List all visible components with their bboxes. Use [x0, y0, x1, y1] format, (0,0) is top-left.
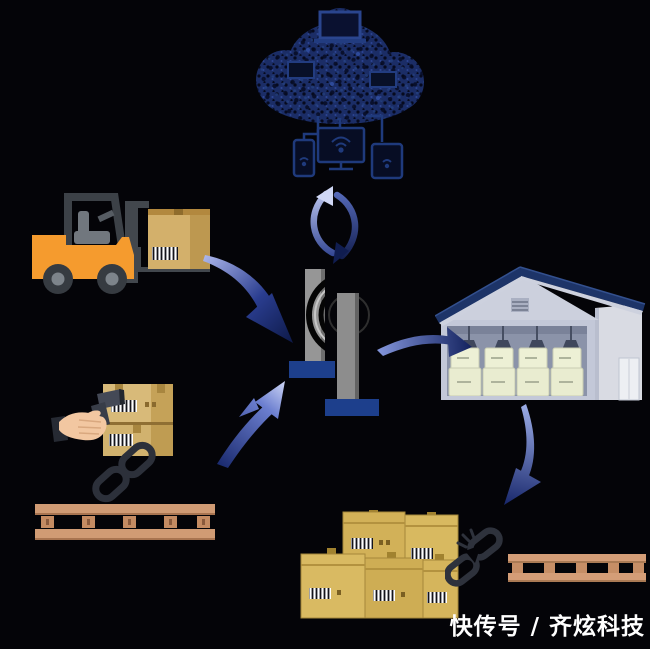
arrow-cloud-rfid-cycle — [310, 186, 359, 264]
carton-stack-icon — [300, 510, 459, 619]
pallet-blocks — [512, 563, 644, 573]
tablet-icon — [370, 142, 404, 180]
arrow-forklift-to-rfid — [203, 255, 293, 343]
gable-vent — [511, 298, 529, 312]
barcode — [411, 548, 433, 559]
arrow-scanning-to-rfid — [217, 381, 285, 468]
break-sparks — [456, 528, 476, 549]
reader-base — [325, 399, 379, 416]
forklift-cab — [64, 193, 126, 247]
signal-waves — [306, 279, 325, 351]
monitor-stand — [329, 162, 353, 171]
barcode — [373, 590, 395, 601]
monitor-icon — [316, 126, 366, 164]
stored-goods — [448, 347, 584, 397]
cloud-screens — [287, 10, 397, 100]
watermark-text: 快传号 / 齐炫科技 — [449, 614, 645, 640]
wifi-icon — [331, 136, 351, 153]
barcode — [152, 247, 178, 260]
barcode — [109, 434, 133, 446]
warehouse-door — [618, 357, 640, 401]
monitor-icon — [369, 71, 397, 88]
cloud-computing-icon — [256, 8, 424, 180]
chain-break-gap — [465, 545, 481, 563]
hand-with-scanner — [51, 389, 125, 442]
reader-base — [289, 361, 335, 378]
pallet-icon — [508, 554, 646, 582]
roof-right-slope — [520, 267, 645, 311]
barcode — [309, 588, 331, 599]
pallet-blocks — [41, 516, 210, 528]
barcode — [427, 592, 447, 603]
forklift-icon — [32, 193, 210, 294]
warehouse-gable — [441, 274, 599, 320]
wifi-icon — [299, 157, 309, 167]
connector-line — [302, 116, 320, 140]
barcode-scanning-icon — [51, 384, 173, 503]
chain-link-icon — [92, 441, 156, 503]
forklift-wheel — [97, 264, 127, 294]
laptop-icon — [318, 10, 362, 40]
forklift-forks — [136, 267, 210, 272]
reader-pillar — [337, 293, 359, 399]
wifi-icon — [382, 159, 392, 169]
rfid-reader-icon — [289, 269, 379, 416]
roof-left-slope — [435, 267, 522, 323]
connector-line — [366, 114, 384, 142]
monitor-icon — [287, 61, 315, 79]
barcode — [351, 538, 373, 549]
forklift-seat — [74, 209, 115, 244]
broken-chain-icon — [445, 527, 503, 587]
warehouse-icon — [435, 266, 646, 401]
carton-on-forks — [148, 209, 210, 269]
pallet-icon — [35, 504, 215, 540]
forklift-wheel — [43, 264, 73, 294]
arrow-warehouse-to-cartons — [504, 404, 541, 505]
connected-devices-icon — [292, 114, 404, 180]
